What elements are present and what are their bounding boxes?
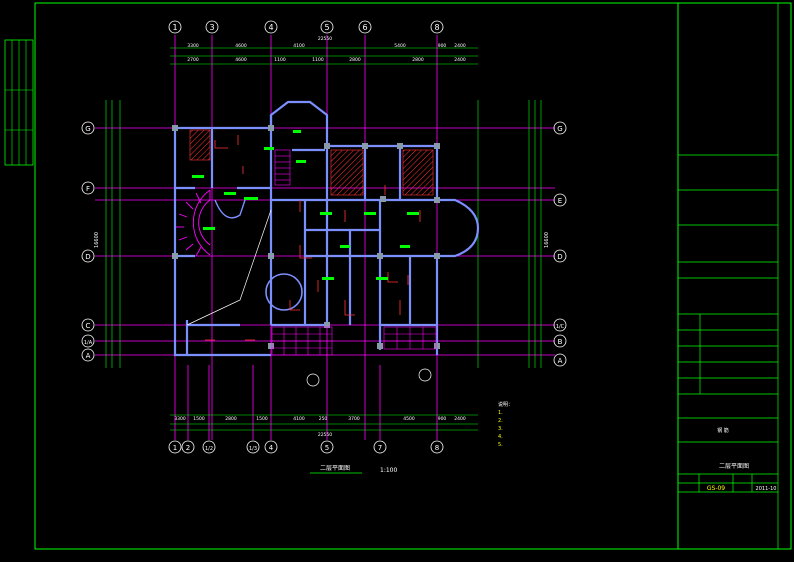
title-block-name: 二层平面图 bbox=[719, 463, 749, 470]
building-walls bbox=[173, 100, 480, 357]
dim-bottom-4: 4100 bbox=[293, 416, 305, 422]
bay-circle bbox=[265, 273, 303, 311]
note-line: 2. bbox=[498, 418, 503, 424]
axis-label-right-b: B bbox=[558, 338, 563, 346]
note-line: 4. bbox=[498, 434, 503, 440]
drawing-date: 2011-10 bbox=[756, 486, 777, 492]
section-marker bbox=[306, 373, 320, 387]
dim-bottom-9: 2400 bbox=[454, 416, 466, 422]
axis-label-right-e: E bbox=[558, 197, 562, 205]
slab-opening-line bbox=[186, 209, 272, 326]
dim-right-total: 16600 bbox=[544, 232, 550, 248]
dim-top-r1-2: 4100 bbox=[293, 43, 305, 49]
rebar-marks bbox=[205, 135, 421, 341]
axis-label-bottom-5: 5 bbox=[325, 444, 329, 452]
dim-top-r2-0: 2700 bbox=[187, 57, 199, 63]
axis-label-left-1a: 1/A bbox=[84, 340, 93, 346]
axis-label-left-c: C bbox=[86, 322, 91, 330]
axis-label-top-1: 1 bbox=[172, 23, 177, 32]
axis-label-bottom-8: 8 bbox=[435, 444, 439, 452]
dim-bottom-2: 2800 bbox=[225, 416, 237, 422]
axis-label-right-g: G bbox=[557, 125, 562, 133]
axis-label-top-4: 4 bbox=[268, 23, 273, 32]
room-labels bbox=[192, 130, 419, 280]
axis-bubbles-right bbox=[553, 121, 567, 367]
dim-top-r1-1: 4600 bbox=[235, 43, 247, 49]
axis-label-bottom-7: 7 bbox=[378, 444, 382, 452]
dim-top-r2-1: 4600 bbox=[235, 57, 247, 63]
hatched-areas bbox=[189, 129, 434, 196]
drawing-title: 二层平面图 bbox=[320, 465, 350, 472]
axis-label-top-8: 8 bbox=[434, 23, 439, 32]
dim-top-r1-5: 2400 bbox=[454, 43, 466, 49]
dim-bottom-5: 250 bbox=[319, 416, 328, 422]
note-line: 5. bbox=[498, 442, 503, 448]
notes-block: 说明： 1. 2. 3. 4. 5. bbox=[498, 401, 513, 449]
section-marker bbox=[418, 368, 432, 382]
dim-top-total: 22550 bbox=[318, 36, 332, 42]
dim-text-top: 22550 3300 4600 4100 5400 900 2400 2700 … bbox=[187, 36, 466, 63]
dim-bottom-total: 22550 bbox=[318, 432, 332, 438]
dim-bottom-3: 1500 bbox=[256, 416, 268, 422]
axis-label-top-5: 5 bbox=[324, 23, 329, 32]
axis-label-right-d: D bbox=[557, 253, 562, 261]
balcony-railing bbox=[271, 326, 437, 356]
dim-left-total: 16600 bbox=[94, 232, 100, 248]
axis-label-top-6: 6 bbox=[362, 23, 367, 32]
axis-label-left-a: A bbox=[86, 352, 91, 360]
title-block bbox=[677, 2, 792, 550]
axis-label-bottom-1-3: 1/3 bbox=[249, 446, 257, 452]
axis-label-bottom-1-2: 1/2 bbox=[205, 446, 213, 452]
dim-top-r1-4: 900 bbox=[438, 43, 447, 49]
dim-top-r1-3: 5400 bbox=[394, 43, 406, 49]
notes-header: 说明： bbox=[498, 402, 514, 408]
note-line: 1. bbox=[498, 410, 503, 416]
axis-label-left-d: D bbox=[85, 253, 90, 261]
dim-top-r2-2: 1100 bbox=[274, 57, 286, 63]
note-line: 3. bbox=[498, 426, 503, 432]
axis-label-bottom-4: 4 bbox=[269, 444, 274, 452]
axis-label-bottom-1: 1 bbox=[173, 444, 177, 452]
sheet-number: GS-09 bbox=[707, 485, 725, 492]
dim-top-r2-6: 2400 bbox=[454, 57, 466, 63]
axis-bubbles-bottom bbox=[168, 440, 444, 454]
axis-bubbles-top bbox=[168, 20, 444, 34]
dim-top-r2-5: 2800 bbox=[412, 57, 424, 63]
dim-top-r2-3: 1100 bbox=[312, 57, 324, 63]
dim-text-bottom: 3300 1500 2800 1500 4100 250 3700 4500 9… bbox=[174, 416, 466, 438]
dim-top-r1-0: 3300 bbox=[187, 43, 199, 49]
axis-bubbles-left bbox=[81, 121, 95, 362]
dim-top-r2-4: 2800 bbox=[349, 57, 361, 63]
dim-bottom-6: 3700 bbox=[348, 416, 360, 422]
dim-bottom-0: 3300 bbox=[174, 416, 186, 422]
curved-wall bbox=[214, 199, 246, 219]
structural-columns bbox=[172, 125, 440, 349]
axis-label-left-g: G bbox=[85, 125, 90, 133]
axis-label-left-f: F bbox=[86, 185, 90, 193]
stairwell bbox=[274, 149, 291, 186]
dim-bottom-8: 900 bbox=[438, 416, 447, 422]
axis-label-right-a: A bbox=[558, 357, 563, 365]
approver: 钢 筋 bbox=[717, 427, 729, 434]
axis-label-right-1c: 1/C bbox=[556, 324, 565, 330]
dim-bottom-1: 1500 bbox=[193, 416, 205, 422]
axis-label-bottom-2: 2 bbox=[186, 444, 190, 452]
axis-label-top-3: 3 bbox=[209, 23, 214, 32]
axis-grid bbox=[95, 35, 555, 440]
spiral-stair bbox=[176, 189, 211, 257]
drawing-scale: 1:100 bbox=[380, 467, 397, 474]
dim-bottom-7: 4500 bbox=[403, 416, 415, 422]
